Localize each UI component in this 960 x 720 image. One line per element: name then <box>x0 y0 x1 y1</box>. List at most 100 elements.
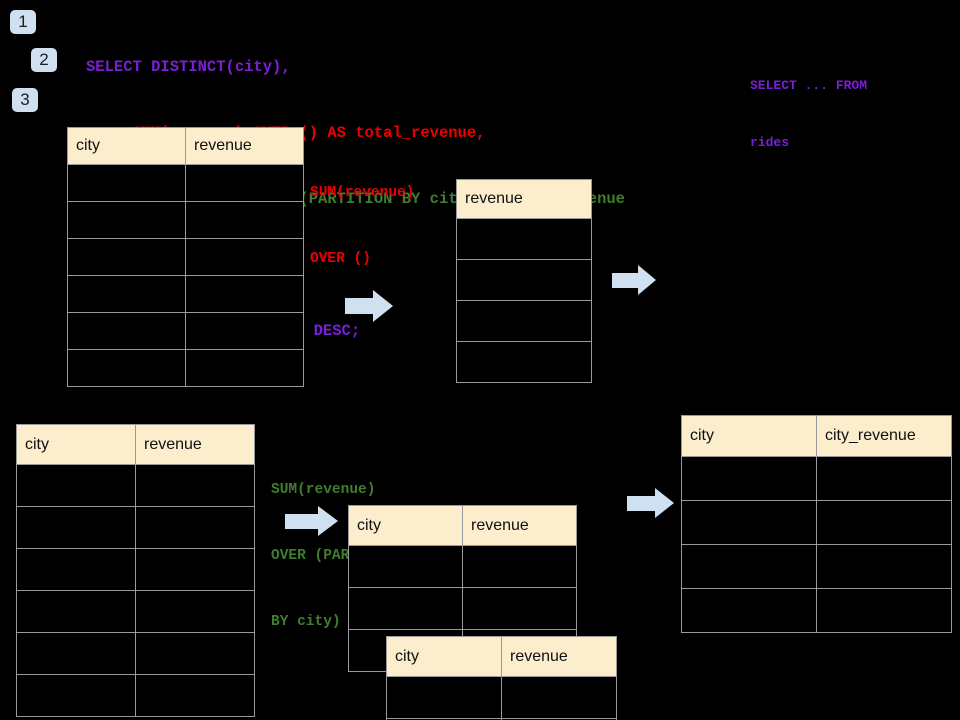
table-cell <box>816 500 952 545</box>
table-cell <box>386 676 502 719</box>
table-row <box>348 545 577 588</box>
table-row <box>348 587 577 630</box>
column-header-city-revenue: city_revenue <box>816 415 952 457</box>
table-row <box>67 275 304 313</box>
column-header-revenue: revenue <box>456 179 592 219</box>
table-cell <box>135 674 255 717</box>
table-header-row: revenue <box>456 179 592 219</box>
step-badge-2: 2 <box>31 48 57 72</box>
column-header-city: city <box>348 505 463 546</box>
table-row <box>67 349 304 387</box>
column-header-city: city <box>16 424 136 465</box>
table-row <box>16 464 255 507</box>
column-header-revenue: revenue <box>501 636 617 677</box>
annotation-total-revenue-line-2: OVER () <box>310 251 371 267</box>
table-cell <box>135 506 255 549</box>
table-row <box>456 300 592 342</box>
step-badge-1: 1 <box>10 10 36 34</box>
table-cell <box>816 544 952 589</box>
table-cell <box>135 464 255 507</box>
rides-source-table-bottom: city revenue <box>16 424 255 717</box>
table-cell <box>681 588 817 633</box>
result-table: city city_revenue <box>681 415 952 633</box>
table-cell <box>456 341 592 383</box>
table-row <box>67 201 304 239</box>
table-cell <box>456 300 592 342</box>
arrow-total-to-result-icon <box>612 265 656 295</box>
table-cell <box>185 238 304 276</box>
side-note-line-2: rides <box>750 135 790 150</box>
column-header-city: city <box>386 636 502 677</box>
table-cell <box>501 676 617 719</box>
column-header-revenue: revenue <box>462 505 577 546</box>
table-cell <box>681 500 817 545</box>
table-cell <box>16 548 136 591</box>
table-cell <box>16 506 136 549</box>
table-cell <box>67 275 186 313</box>
table-row <box>16 548 255 591</box>
table-cell <box>456 218 592 260</box>
table-cell <box>67 201 186 239</box>
annotation-city-revenue-line-3: BY city) <box>271 614 341 630</box>
table-cell <box>681 544 817 589</box>
table-cell <box>456 259 592 301</box>
table-cell <box>816 456 952 501</box>
table-row <box>386 718 617 720</box>
table-row <box>386 676 617 719</box>
table-row <box>456 218 592 260</box>
annotation-total-revenue-line-1: SUM(revenue) <box>310 185 415 201</box>
table-row <box>681 544 952 589</box>
table-cell <box>135 632 255 675</box>
column-header-revenue: revenue <box>185 127 304 165</box>
table-row <box>67 312 304 350</box>
column-header-city: city <box>67 127 186 165</box>
table-header-row: city city_revenue <box>681 415 952 457</box>
table-cell <box>681 456 817 501</box>
annotation-total-revenue: SUM(revenue) OVER () <box>310 138 414 314</box>
column-header-city: city <box>681 415 817 457</box>
table-cell <box>185 164 304 202</box>
annotation-city-revenue-line-1: SUM(revenue) <box>271 482 376 498</box>
table-cell <box>67 312 186 350</box>
table-row <box>16 506 255 549</box>
table-header-row: city revenue <box>348 505 577 546</box>
table-row <box>67 164 304 202</box>
table-cell <box>135 548 255 591</box>
step-badge-3: 3 <box>12 88 38 112</box>
table-cell <box>16 674 136 717</box>
column-header-revenue: revenue <box>135 424 255 465</box>
arrow-source-to-total-icon <box>345 290 393 322</box>
table-cell <box>185 349 304 387</box>
table-row <box>67 238 304 276</box>
table-row <box>681 500 952 545</box>
table-cell <box>185 201 304 239</box>
table-cell <box>67 238 186 276</box>
table-row <box>681 588 952 633</box>
table-cell <box>16 464 136 507</box>
table-cell <box>462 587 577 630</box>
table-cell <box>348 545 463 588</box>
table-cell <box>67 164 186 202</box>
total-revenue-table: revenue <box>456 179 592 383</box>
table-cell <box>185 312 304 350</box>
table-cell <box>16 590 136 633</box>
table-row <box>16 674 255 717</box>
table-header-row: city revenue <box>67 127 304 165</box>
arrow-partition-to-result-icon <box>627 488 675 518</box>
table-header-row: city revenue <box>386 636 617 677</box>
table-cell <box>816 588 952 633</box>
arrow-source-to-partition-icon <box>285 505 341 537</box>
side-note-line-1: SELECT ... FROM <box>750 78 868 93</box>
table-cell <box>67 349 186 387</box>
table-cell <box>462 545 577 588</box>
table-row <box>16 590 255 633</box>
table-row <box>16 632 255 675</box>
table-cell <box>135 590 255 633</box>
table-cell <box>16 632 136 675</box>
partition-table-front: city revenue <box>386 636 617 720</box>
sql-line-select: SELECT DISTINCT(city), <box>86 58 291 76</box>
rides-source-table-top: city revenue <box>67 127 304 387</box>
table-row <box>456 259 592 301</box>
table-header-row: city revenue <box>16 424 255 465</box>
